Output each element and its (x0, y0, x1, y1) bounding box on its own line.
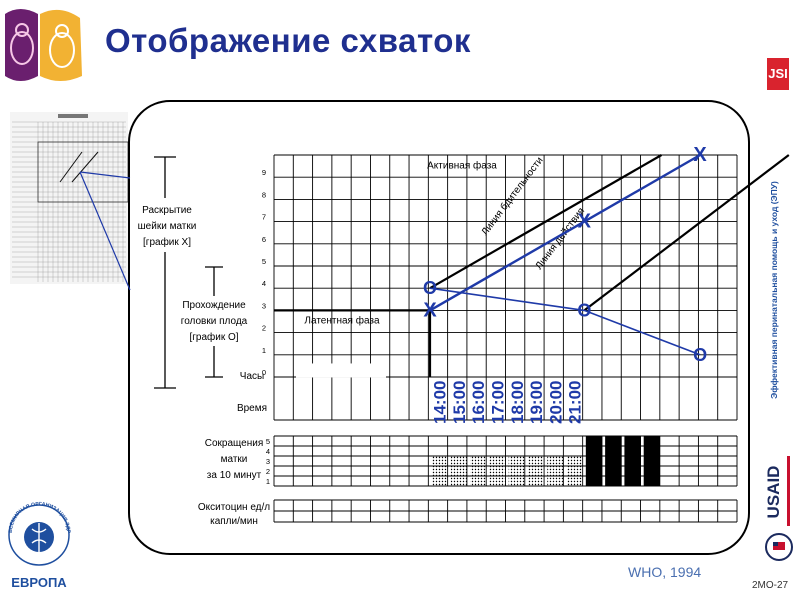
svg-text:капли/мин: капли/мин (210, 516, 258, 527)
who-europe-logo: ВСЕМИРНАЯ ОРГАНИЗАЦИЯ ЗДРАВООХРАНЕНИЯ ЕВ… (2, 495, 71, 590)
source-citation: WHO, 1994 (628, 564, 702, 580)
contraction-tick-label: 3 (266, 457, 270, 466)
time-label: 15:00 (450, 381, 469, 424)
contraction-bar (489, 456, 506, 486)
time-label: 17:00 (489, 381, 508, 424)
active-phase-label: Активная фаза (427, 159, 497, 171)
oxytocin-grid (273, 499, 738, 523)
svg-text:Раскрытие: Раскрытие (142, 205, 192, 216)
time-label: 16:00 (469, 381, 488, 424)
contraction-bar (508, 456, 525, 486)
svg-text:Сокращения: Сокращения (205, 438, 263, 449)
slide-code: 2MO-27 (752, 580, 789, 591)
contractions-label: Сокращения матки за 10 минут (205, 438, 263, 481)
usaid-label: USAID (766, 466, 783, 519)
descent-mark: O (577, 300, 591, 320)
time-label: 18:00 (508, 381, 527, 424)
contraction-bar (431, 456, 448, 486)
cervix-progress-line (429, 153, 701, 312)
contractions-grid (273, 435, 738, 487)
contraction-tick-label: 5 (266, 437, 270, 446)
usaid-logo: USAID (766, 456, 790, 526)
who-europe-label: ЕВРОПА (11, 575, 67, 590)
svg-text:шейки матки: шейки матки (138, 221, 197, 232)
cervix-mark: X (423, 299, 437, 321)
y-tick-label: 4 (262, 279, 266, 288)
usaid-seal-icon (765, 533, 793, 561)
contraction-tick-label: 4 (266, 447, 270, 456)
time-label: 19:00 (527, 381, 546, 424)
y-tick-label: 0 (262, 368, 266, 377)
partograph-frame (128, 100, 750, 555)
svg-text:матки: матки (221, 454, 248, 465)
time-label: Время (237, 403, 267, 414)
cervix-mark: X (693, 144, 707, 166)
svg-text:[график O]: [график O] (189, 331, 238, 343)
svg-text:Окситоцин ед/л: Окситоцин ед/л (198, 502, 270, 513)
y-tick-label: 3 (262, 301, 266, 310)
svg-text:[график X]: [график X] (143, 236, 191, 248)
svg-text:Прохождение: Прохождение (182, 300, 246, 311)
program-logo-icon (0, 6, 95, 86)
time-label: 21:00 (566, 381, 585, 424)
latent-phase-label: Латентная фаза (304, 315, 380, 327)
descent-mark: O (693, 345, 707, 365)
oxytocin-label: Окситоцин ед/л капли/мин (198, 502, 270, 527)
y-tick-label: 5 (262, 257, 266, 266)
cervix-label: Раскрытие шейки матки [график X] (133, 198, 199, 252)
time-grid (273, 377, 738, 421)
jsi-logo: JSI (767, 58, 789, 90)
contraction-bar (624, 436, 641, 486)
cervix-mark: X (578, 211, 592, 233)
contraction-bar (585, 436, 603, 486)
contraction-tick-label: 1 (266, 477, 270, 486)
contraction-bar (605, 436, 622, 486)
time-label: 14:00 (431, 381, 450, 424)
cervix-grid (273, 154, 738, 378)
hours-label: Часы (240, 371, 264, 382)
alert-line (429, 154, 663, 290)
contraction-bar (547, 456, 564, 486)
y-tick-label: 9 (262, 168, 266, 177)
time-label: 20:00 (546, 381, 565, 424)
svg-text:головки плода: головки плода (181, 316, 248, 327)
action-line (583, 154, 790, 312)
descent-progress-line (429, 287, 701, 356)
contraction-bar (527, 456, 545, 486)
y-axis-ticks: 9 8 7 6 5 4 3 2 1 0 (262, 168, 266, 377)
contraction-bar (643, 436, 660, 486)
y-tick-label: 2 (262, 324, 266, 333)
slide-title: Отображение схваток (105, 22, 471, 59)
y-tick-label: 7 (262, 213, 266, 222)
y-tick-label: 6 (262, 235, 266, 244)
descent-label: Прохождение головки плода [график O] (176, 296, 254, 346)
contraction-bar (566, 456, 583, 486)
descent-mark: O (423, 278, 437, 298)
contraction-bar (450, 456, 468, 486)
y-tick-label: 1 (262, 346, 266, 355)
y-tick-label: 8 (262, 190, 266, 199)
contraction-bar (470, 456, 487, 486)
contraction-tick-label: 2 (266, 467, 270, 476)
svg-text:за 10 минут: за 10 минут (207, 470, 262, 481)
partograph-thumbnail (10, 112, 128, 284)
